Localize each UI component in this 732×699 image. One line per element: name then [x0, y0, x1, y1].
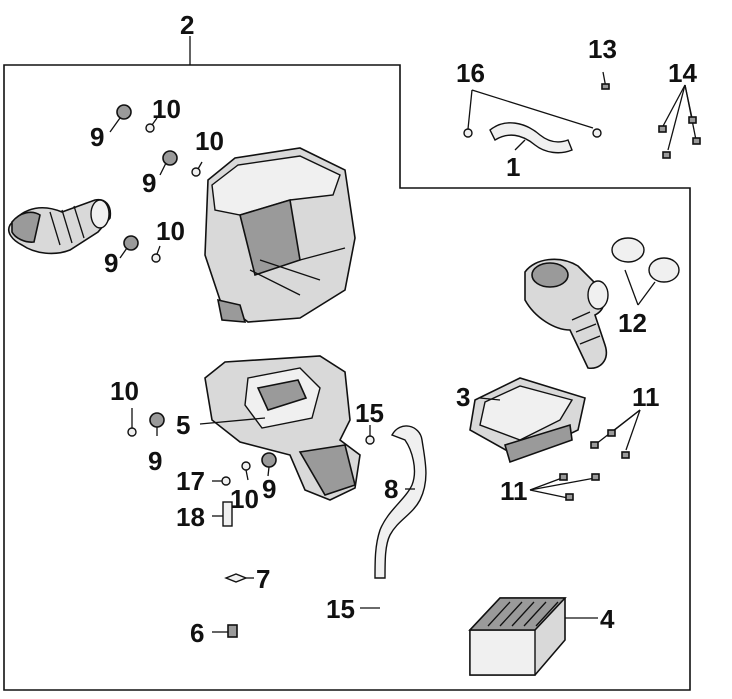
callout-11: 11	[632, 382, 660, 412]
callout-4: 4	[600, 604, 615, 634]
callout-15: 15	[355, 398, 384, 428]
callout-9: 9	[262, 474, 276, 504]
part-15-clips	[360, 425, 380, 609]
callout-10: 10	[156, 216, 185, 246]
callout-9: 9	[142, 168, 156, 198]
part-17-clip	[212, 476, 231, 486]
leader-5	[199, 417, 266, 425]
callout-18: 18	[176, 502, 205, 532]
part-7-clip	[224, 573, 254, 583]
callout-10: 10	[195, 126, 224, 156]
part-4-air-filter	[468, 597, 598, 676]
callout-10: 10	[152, 94, 181, 124]
part-8-drain-hose	[374, 425, 427, 579]
callout-8: 8	[384, 474, 398, 504]
part-3-filter-tray	[469, 377, 586, 464]
callout-6: 6	[190, 618, 204, 648]
callout-5: 5	[176, 410, 190, 440]
callout-1: 1	[506, 152, 520, 182]
part-16-hose-clamps	[463, 89, 602, 138]
callout-16: 16	[456, 58, 485, 88]
callout-10: 10	[230, 484, 259, 514]
part-6-plug	[212, 624, 238, 638]
hardware-grommets-washers	[109, 104, 277, 481]
callout-13: 13	[588, 34, 617, 64]
callout-7: 7	[256, 564, 270, 594]
callout-11: 11	[500, 476, 528, 506]
part-13-screw	[601, 71, 610, 90]
part-11-screws-upper	[590, 409, 641, 459]
part-12-intake-hose-clamps	[524, 237, 680, 370]
callout-14: 14	[668, 58, 697, 88]
assembly-frame	[3, 64, 691, 691]
part-1-breather-hose	[489, 122, 573, 154]
callout-labels: 2 16 13 14 1 9 10 9 10 9 10 12 3 11 10 5…	[90, 10, 697, 648]
part-14-screws	[658, 84, 701, 159]
callout-9: 9	[148, 446, 162, 476]
callout-9: 9	[104, 248, 118, 278]
callout-15: 15	[326, 594, 355, 624]
callout-2: 2	[180, 10, 194, 40]
part-18-tube	[212, 501, 233, 527]
callout-12: 12	[618, 308, 647, 338]
callout-10: 10	[110, 376, 139, 406]
air-cleaner-lower-housing	[204, 355, 361, 501]
callout-9: 9	[90, 122, 104, 152]
intake-duct-left	[7, 198, 112, 255]
air-cleaner-upper-housing	[204, 147, 356, 323]
callout-3: 3	[456, 382, 470, 412]
callout-17: 17	[176, 466, 205, 496]
part-11-screws-lower	[529, 473, 600, 501]
